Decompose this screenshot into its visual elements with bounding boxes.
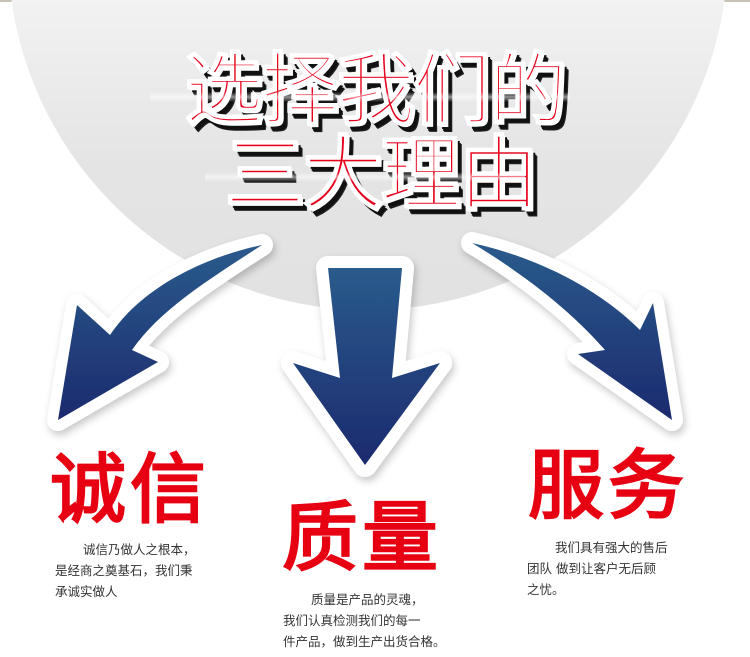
desc-line: 之忧。 [527,582,565,597]
pillar-title-service: 服务 [528,441,688,530]
desc-line: 我们认真检测我们的每一 [283,613,421,628]
pillar-title-integrity: 诚信 [50,445,210,534]
desc-line: 质量是产品的灵魂， [311,592,424,607]
curved-arrow-right-icon [461,232,683,431]
down-arrow-icon [281,256,452,477]
headline-line-1: 选择我们的 [184,46,568,136]
desc-line: 件产品，做到生产出货合格。 [283,634,446,649]
pillar-desc-service: 我们具有强大的售后 团队 做到让客户无后顾 之忧。 [527,537,707,600]
pillar-title-quality: 质量 [282,493,442,582]
curved-arrow-left-icon [47,234,273,431]
desc-line: 是经商之奠基石，我们秉 [55,563,193,578]
desc-line: 诚信乃做人之根本， [83,542,196,557]
pillar-desc-integrity: 诚信乃做人之根本， 是经商之奠基石，我们秉 承诚实做人 [55,539,235,602]
pillar-desc-quality: 质量是产品的灵魂， 我们认真检测我们的每一 件产品，做到生产出货合格。 [283,589,493,652]
desc-line: 我们具有强大的售后 [555,540,668,555]
headline-line-2: 三大理由 [224,128,540,221]
desc-line: 团队 做到让客户无后顾 [527,561,656,576]
desc-line: 承诚实做人 [55,584,118,599]
